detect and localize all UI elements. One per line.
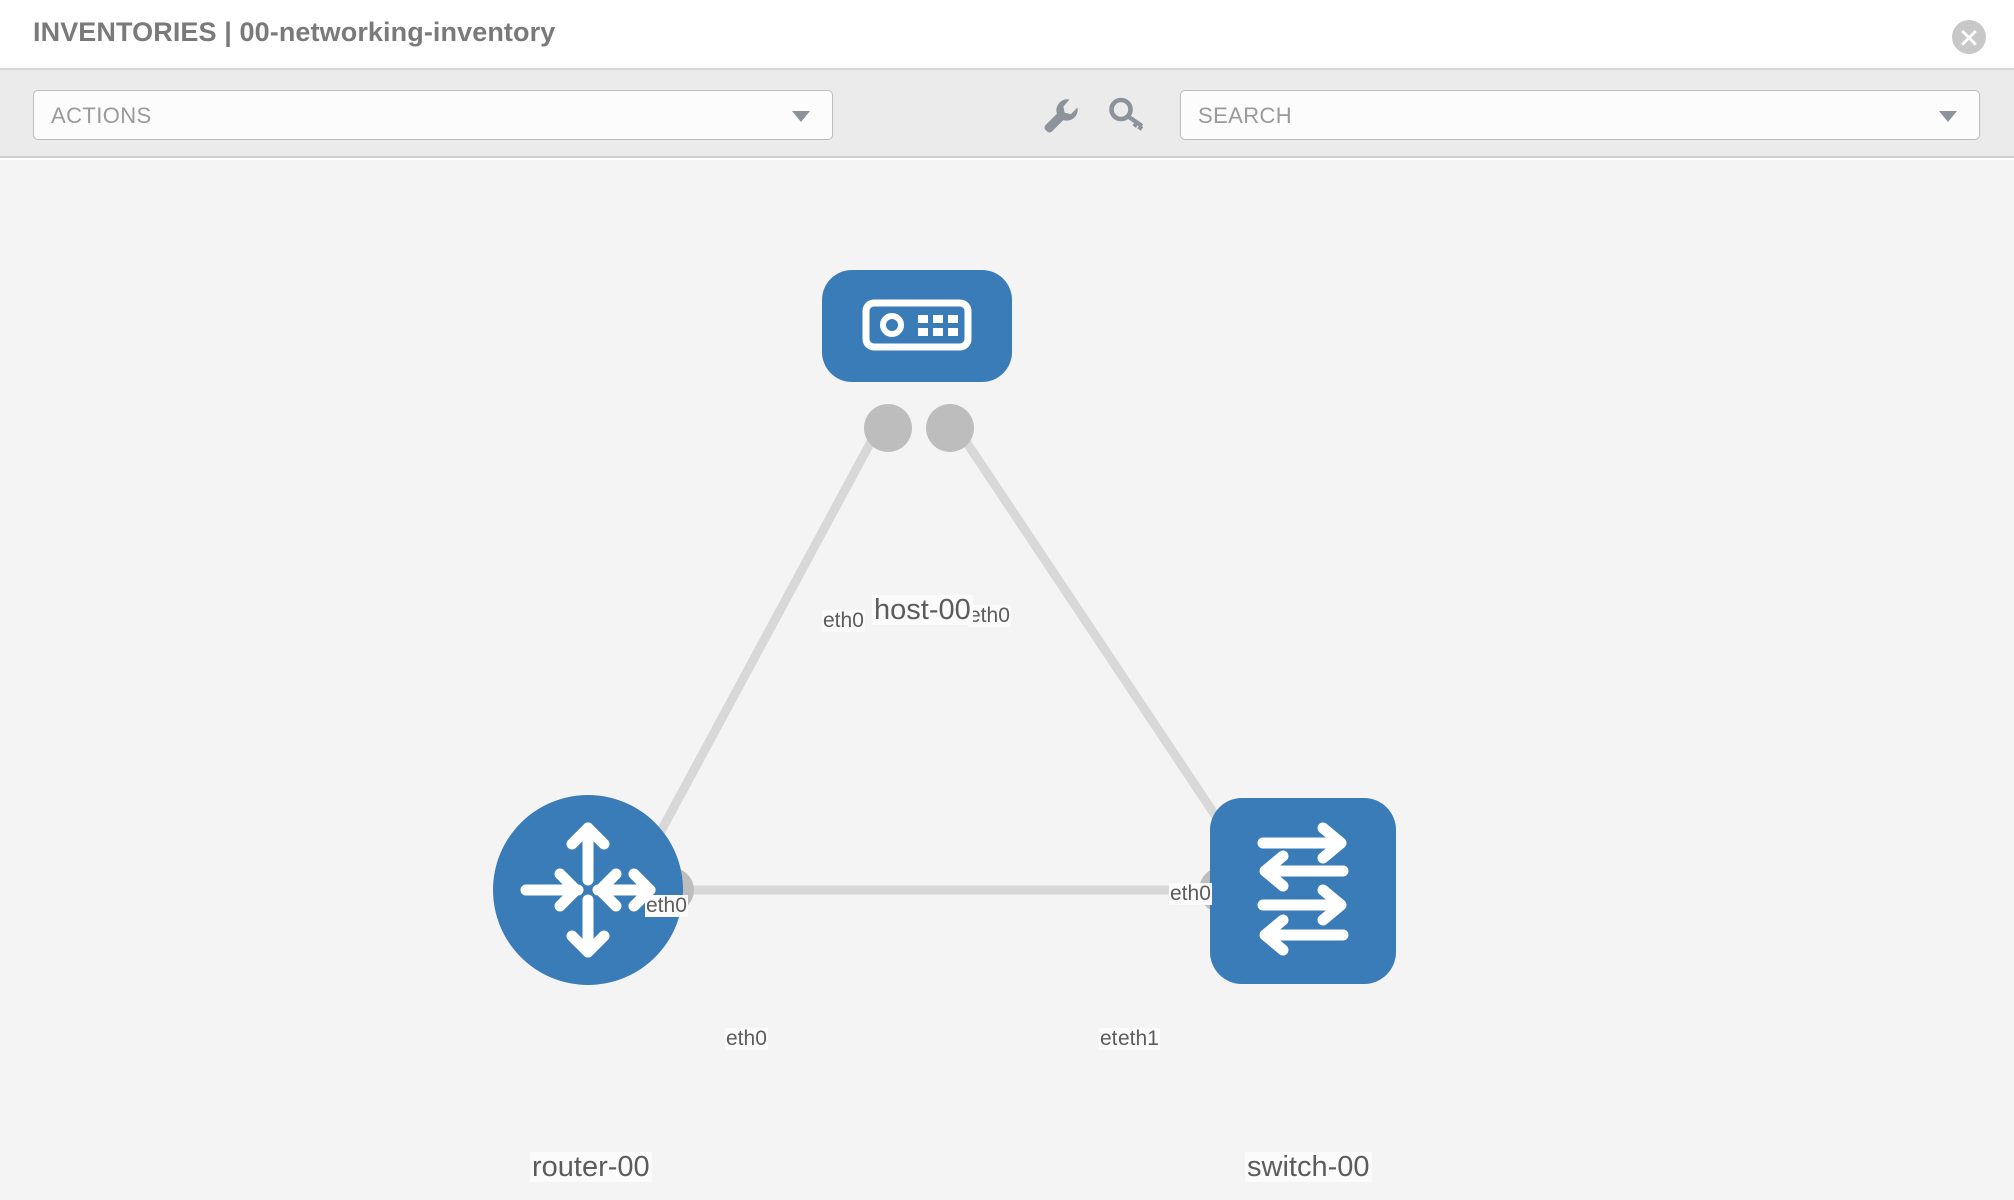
node-label-switch-00: switch-00 <box>1245 1151 1372 1183</box>
topology-edges <box>636 422 1249 895</box>
port-dot <box>864 404 912 452</box>
node-label-router-00: router-00 <box>530 1151 652 1183</box>
page-title: INVENTORIES | 00-networking-inventory <box>33 17 556 47</box>
search-placeholder: SEARCH <box>1198 103 1293 128</box>
node-router-00[interactable] <box>493 795 683 985</box>
port-label: eth0 <box>725 1027 768 1051</box>
topology-graph <box>493 270 1396 985</box>
node-label-host-00: host-00 <box>872 594 973 626</box>
port-label: eth1 <box>1117 1027 1160 1051</box>
wrench-icon[interactable] <box>1038 93 1082 137</box>
actions-dropdown[interactable]: ACTIONS <box>33 90 833 140</box>
actions-dropdown-label: ACTIONS <box>51 103 152 128</box>
search-input[interactable]: SEARCH <box>1180 90 1980 140</box>
chevron-down-icon <box>792 111 810 122</box>
key-icon[interactable] <box>1106 93 1150 137</box>
port-label: eth0 <box>1169 882 1212 906</box>
close-icon[interactable] <box>1952 20 1986 54</box>
port-dot <box>926 404 974 452</box>
edge-host-switch <box>951 422 1249 863</box>
toolbar: ACTIONS SEARCH <box>0 70 2014 158</box>
node-host-00[interactable] <box>822 270 1012 382</box>
chevron-down-icon[interactable] <box>1939 111 1957 122</box>
topology-canvas[interactable]: eth0 eth0 eth0 eth0 eth0 eth0 eth1 host-… <box>0 160 2014 1200</box>
node-switch-00[interactable] <box>1210 798 1396 984</box>
window-header: INVENTORIES | 00-networking-inventory <box>0 0 2014 70</box>
topology-ports <box>620 404 1264 913</box>
port-label: eth0 <box>968 604 1011 628</box>
edge-host-router <box>636 422 884 873</box>
port-label: eth0 <box>645 894 688 918</box>
port-label: eth0 <box>822 609 865 633</box>
